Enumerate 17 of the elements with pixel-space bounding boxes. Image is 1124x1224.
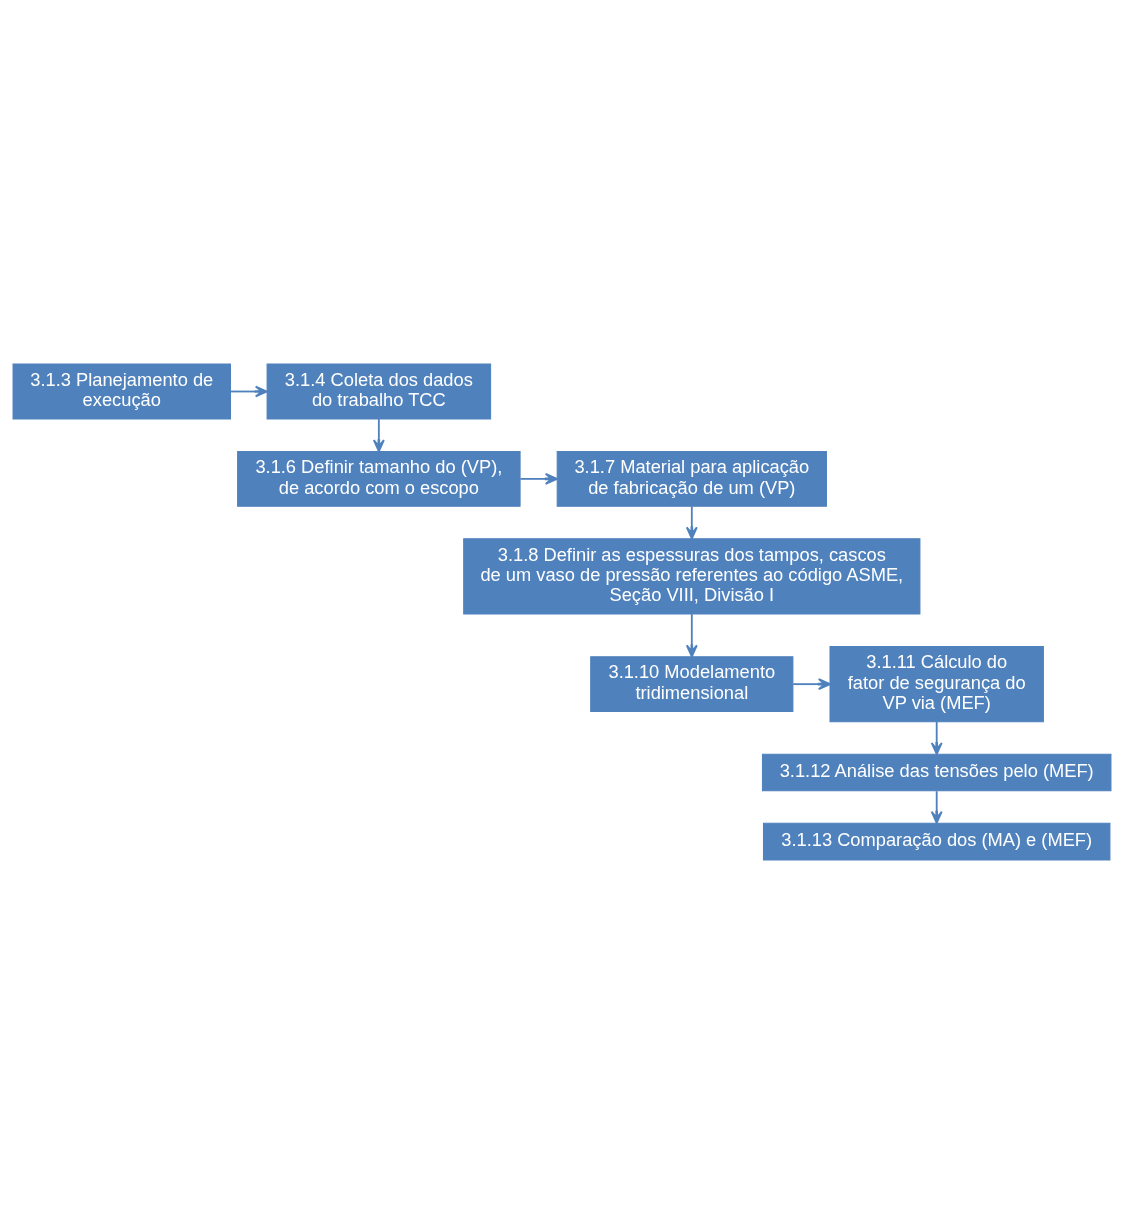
node-box: 3.1.12 Análise das tensões pelo (MEF) bbox=[761, 753, 1112, 792]
node-box: 3.1.6 Definir tamanho do (VP), de acordo com o escopo bbox=[237, 450, 521, 507]
node-box: 3.1.3 Planejamento de execução bbox=[12, 363, 231, 420]
arrow bbox=[792, 678, 831, 691]
node-box: 3.1.11 Cálculo do fator de segurança do VP via (MEF) bbox=[829, 646, 1044, 723]
node-box: 3.1.10 Modelamento tridimensional bbox=[590, 656, 794, 713]
arrow bbox=[519, 472, 558, 485]
arrow bbox=[930, 790, 943, 824]
arrow bbox=[930, 720, 943, 756]
arrow bbox=[372, 418, 385, 453]
node-box: 3.1.13 Comparação dos (MA) e (MEF) bbox=[762, 822, 1111, 861]
node-box: 3.1.7 Material para aplicação de fabricação de um (VP) bbox=[556, 450, 827, 507]
arrow bbox=[685, 613, 698, 658]
arrow bbox=[229, 385, 268, 398]
arrow bbox=[685, 505, 698, 540]
node-box: 3.1.8 Definir as espessuras dos tampos, cascos de um vaso de pressão referentes ao código ASME, Seção VIII, Divisão I bbox=[463, 538, 921, 615]
node-box: 3.1.4 Coleta dos dados do trabalho TCC bbox=[266, 363, 492, 420]
